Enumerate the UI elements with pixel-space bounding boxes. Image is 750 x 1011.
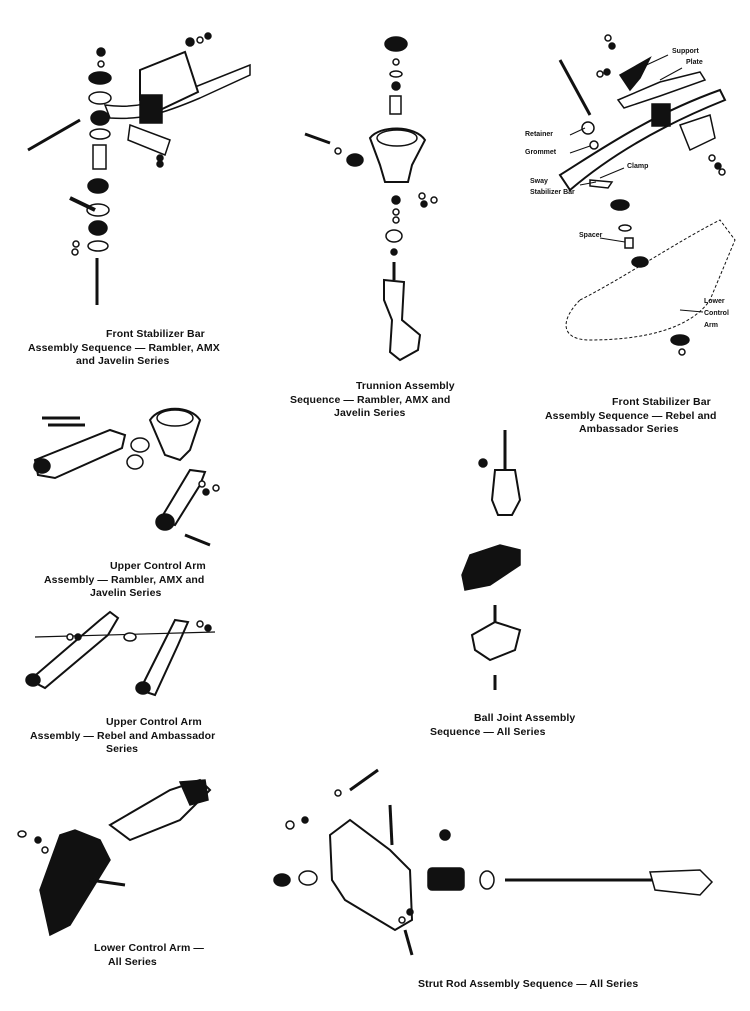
callout-support-label: Support xyxy=(672,48,699,55)
trunnion-drawing xyxy=(304,36,438,362)
callout-arm-label: Arm xyxy=(704,322,719,329)
callout-clamp: Clamp xyxy=(627,163,649,170)
front-stabilizer-rambler-drawing xyxy=(27,32,251,305)
caption-line: Upper Control Arm xyxy=(106,716,202,728)
caption-lower-control-arm: Lower Control Arm — All Series xyxy=(94,942,204,969)
strut-rod-drawing xyxy=(273,768,714,956)
caption-strut-rod: Strut Rod Assembly Sequence — All Series xyxy=(418,978,638,992)
caption-line: Series xyxy=(106,743,139,755)
caption-line: Ambassador Series xyxy=(579,423,679,435)
caption-line: Sequence — Rambler, AMX and xyxy=(290,393,451,406)
caption-line: Front Stabilizer Bar xyxy=(106,328,205,340)
caption-line: Upper Control Arm xyxy=(110,560,206,572)
callout-control-label: Control xyxy=(704,310,729,317)
caption-line: Javelin Series xyxy=(90,587,162,599)
callout-sway-stabilizer-bar: Sway Stabilizer Bar xyxy=(530,176,575,198)
callout-retainer: Retainer xyxy=(525,131,554,138)
callout-support-plate: Support Plate xyxy=(672,46,703,68)
caption-line: Strut Rod Assembly Sequence — All Series xyxy=(418,978,639,990)
callout-plate-label: Plate xyxy=(686,59,703,66)
callout-leaders xyxy=(569,54,704,313)
callout-sway-label: Sway xyxy=(530,178,548,185)
caption-front-stabilizer-rambler: Front Stabilizer Bar Assembly Sequence —… xyxy=(28,328,220,369)
caption-line: Javelin Series xyxy=(334,407,406,419)
callout-spacer: Spacer xyxy=(579,232,603,239)
ball-joint-drawing xyxy=(461,430,522,690)
caption-line: Assembly — Rebel and Ambassador xyxy=(30,729,216,742)
caption-line: Sequence — All Series xyxy=(430,725,546,738)
caption-line: Ball Joint Assembly xyxy=(474,712,576,724)
lower-control-arm-drawing xyxy=(17,778,212,937)
callout-grommet: Grommet xyxy=(525,149,557,156)
caption-line: Lower Control Arm — xyxy=(94,942,205,954)
caption-line: and Javelin Series xyxy=(76,355,170,367)
caption-line: Trunnion Assembly xyxy=(356,380,455,392)
callout-lower-label: Lower xyxy=(704,298,725,305)
caption-upper-arm-rambler: Upper Control Arm Assembly — Rambler, AM… xyxy=(44,560,206,601)
upper-arm-rebel-drawing xyxy=(25,610,216,697)
front-stabilizer-rebel-drawing xyxy=(558,34,736,356)
caption-line: Assembly Sequence — Rebel and xyxy=(545,409,717,422)
caption-upper-arm-rebel: Upper Control Arm Assembly — Rebel and A… xyxy=(30,716,215,757)
caption-trunnion: Trunnion Assembly Sequence — Rambler, AM… xyxy=(290,380,455,421)
caption-front-stabilizer-rebel: Front Stabilizer Bar Assembly Sequence —… xyxy=(545,396,717,437)
caption-line: All Series xyxy=(108,955,157,968)
caption-line: Front Stabilizer Bar xyxy=(612,396,711,408)
upper-arm-rambler-drawing xyxy=(33,407,220,547)
caption-line: Assembly Sequence — Rambler, AMX xyxy=(28,341,220,354)
callout-stabilizer-bar-label: Stabilizer Bar xyxy=(530,189,575,196)
callout-lower-control-arm: Lower Control Arm xyxy=(704,296,729,332)
caption-ball-joint: Ball Joint Assembly Sequence — All Serie… xyxy=(430,712,575,739)
caption-line: Assembly — Rambler, AMX and xyxy=(44,573,205,586)
